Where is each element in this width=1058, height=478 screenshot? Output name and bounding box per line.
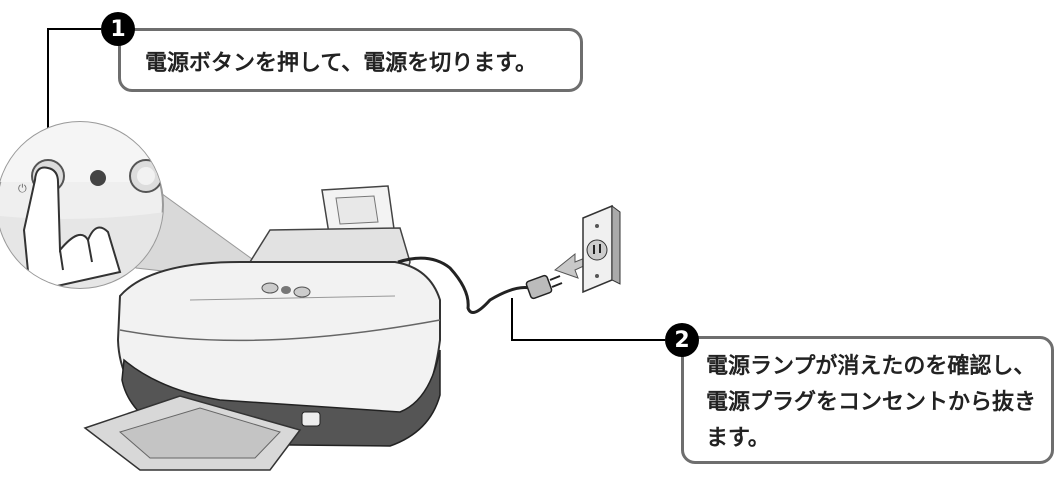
step-1-callout: 電源ボタンを押して、電源を切ります。 <box>118 28 583 92</box>
step-2-callout: 電源ランプが消えたのを確認し、電源プラグをコンセントから抜きます。 <box>681 336 1054 464</box>
zoom-circle: ⏻ <box>0 121 164 289</box>
leader-line-1 <box>47 28 101 172</box>
step-2-number-badge: 2 <box>665 323 699 357</box>
svg-text:⏻: ⏻ <box>18 182 27 195</box>
step-1-text: 電源ボタンを押して、電源を切ります。 <box>145 51 538 76</box>
plug-icon <box>525 274 563 300</box>
finger-icon <box>22 166 122 288</box>
power-lamp-icon <box>90 170 106 186</box>
step-1-number-badge: 1 <box>101 12 135 46</box>
leader-line-2 <box>511 298 665 341</box>
wall-outlet-icon <box>582 204 621 294</box>
printer-icon <box>83 185 441 471</box>
power-cord <box>397 256 537 314</box>
step-2-text: 電源ランプが消えたのを確認し、電源プラグをコンセントから抜きます。 <box>706 354 1037 451</box>
